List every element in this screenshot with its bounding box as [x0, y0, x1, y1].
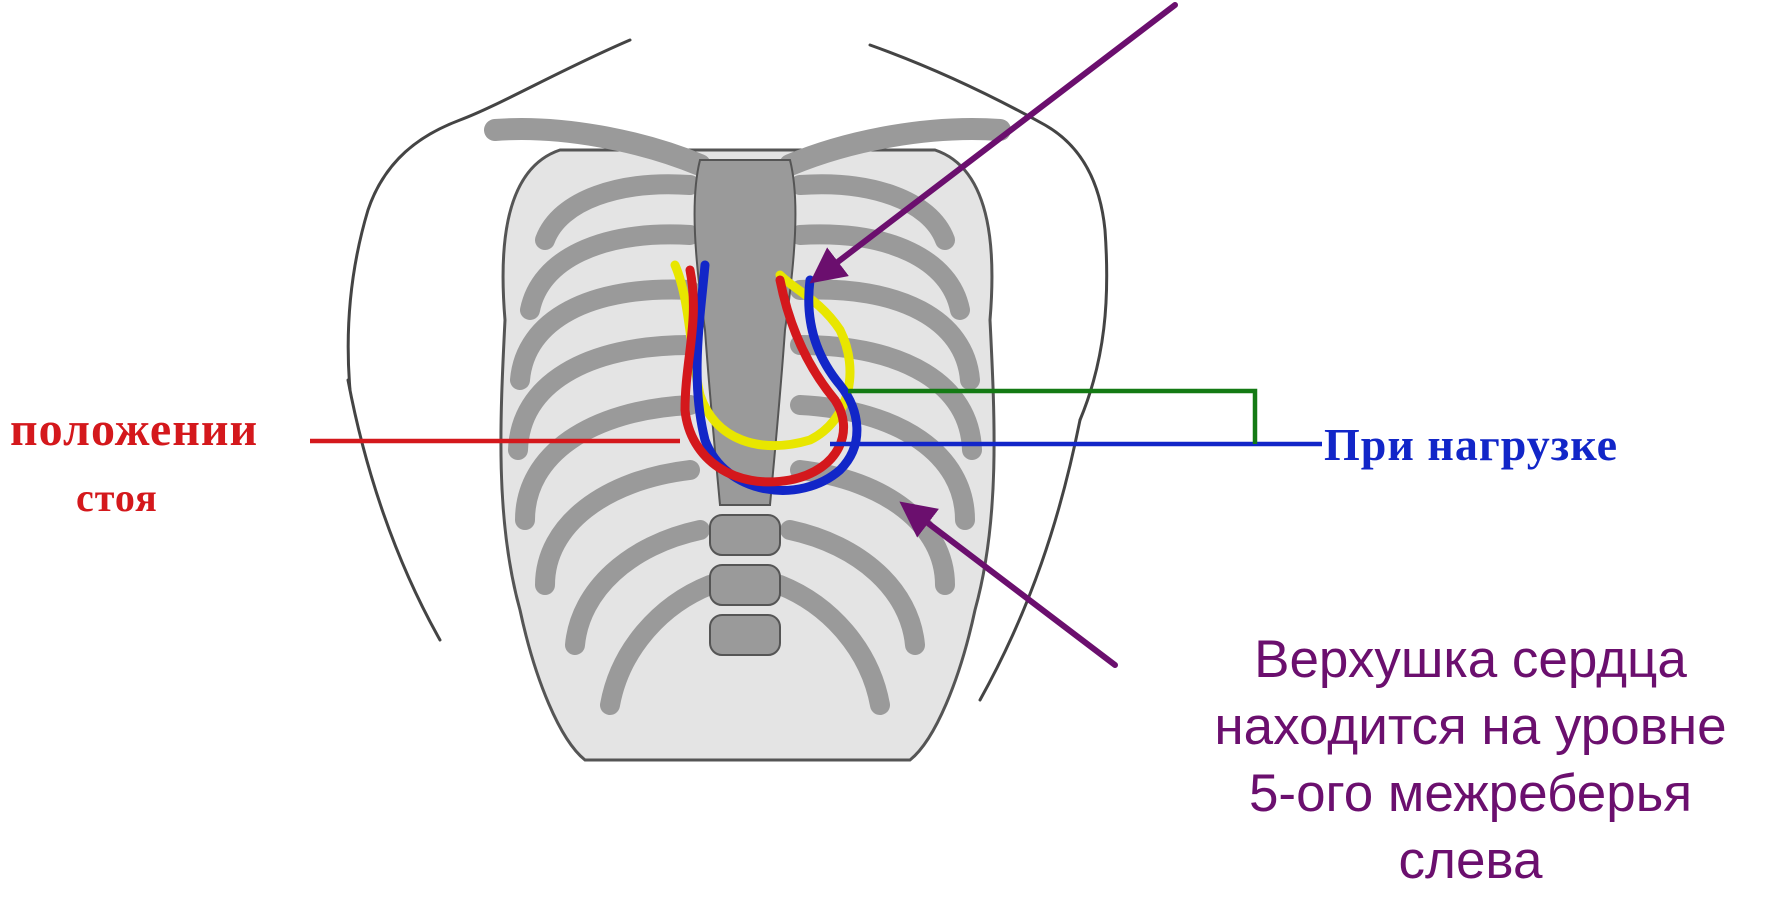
apex-note-line: 5-ого межреберья — [1150, 760, 1791, 827]
apex-note-line: слева — [1150, 827, 1791, 894]
apex-note-line: Верхушка сердца — [1150, 626, 1791, 693]
apex-note-line: находится на уровне — [1150, 693, 1791, 760]
label-standing-line1: положении — [10, 402, 258, 457]
label-standing-line2: стоя — [76, 474, 158, 521]
label-load: При нагрузке — [1324, 418, 1618, 471]
apex-note: Верхушка сердца находится на уровне 5-ог… — [1150, 626, 1791, 894]
